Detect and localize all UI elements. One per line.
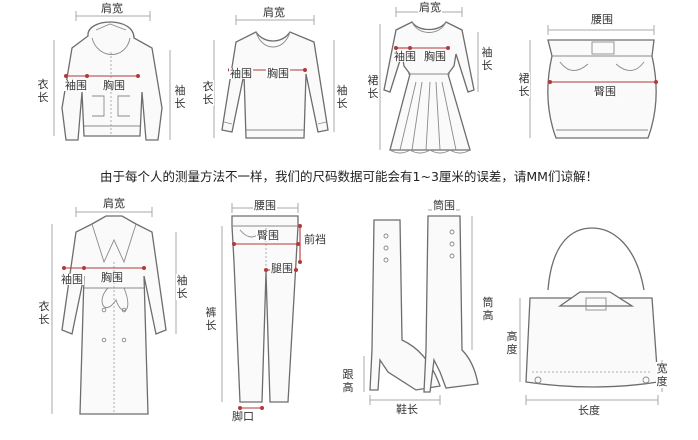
skirt-measure-lines: [529, 25, 658, 138]
boot-foot-length-label: 鞋长: [395, 403, 419, 416]
bag-length-label: 长度: [577, 404, 601, 417]
measurement-notice: 由于每个人的测量方法不一样，我们的尺码数据可能会有1~3厘米的误差，请MM们谅解…: [100, 169, 598, 184]
pants-waist-label: 腰围: [253, 199, 277, 212]
hoodie-measure-lines: [53, 11, 171, 140]
pants-rise-label: 前裆: [303, 233, 327, 246]
boots-illustration: [369, 215, 479, 393]
coat-chest-label: 胸围: [100, 271, 124, 284]
dress-illustration: [383, 21, 475, 154]
pants-illustration: [231, 215, 299, 403]
coat-length-label: 衣长: [38, 300, 50, 326]
pants-thigh-label: 腿围: [270, 262, 294, 275]
sweater-shoulder-label: 肩宽: [262, 6, 286, 19]
skirt-hip-label: 臀围: [593, 85, 617, 98]
hoodie-sleeve-length-label: 袖长: [174, 84, 186, 110]
coat-sleeve-length-label: 袖长: [176, 274, 188, 300]
sweater-chest-label: 胸围: [266, 67, 290, 80]
bag-illustration: [525, 227, 659, 388]
boot-heel-height-label: 跟高: [342, 368, 354, 394]
bag-height-label: 高度: [506, 330, 518, 356]
hoodie-length-label: 衣长: [37, 78, 49, 104]
sweater-sleeve-label: 袖围: [229, 67, 253, 80]
pants-hip-label: 臀围: [256, 229, 280, 242]
coat-sleeve-label: 袖围: [60, 273, 84, 286]
sweater-length-label: 衣长: [202, 80, 214, 106]
dress-chest-label: 胸围: [423, 50, 447, 63]
skirt-length-label: 裙长: [518, 72, 530, 98]
boot-shaft-circumference-label: 筒围: [432, 199, 456, 212]
dress-sleeve-label: 袖围: [393, 50, 417, 63]
pants-length-label: 裤长: [205, 306, 217, 332]
boot-shaft-height-label: 筒高: [482, 296, 494, 322]
pants-hem-label: 脚口: [231, 410, 255, 423]
coat-measure-lines: [51, 207, 177, 414]
coat-illustration: [61, 215, 167, 415]
hoodie-chest-label: 胸围: [102, 79, 126, 92]
skirt-waist-label: 腰围: [590, 13, 614, 26]
bag-width-label: 宽度: [656, 362, 668, 388]
sweater-sleeve-length-label: 袖长: [336, 84, 348, 110]
dress-sleeve-length-label: 袖长: [481, 46, 493, 72]
hoodie-sleeve-label: 袖围: [64, 79, 88, 92]
sweater-illustration: [221, 31, 329, 139]
coat-shoulder-label: 肩宽: [102, 197, 126, 210]
dress-shoulder-label: 肩宽: [418, 1, 442, 14]
dress-length-label: 裙长: [367, 74, 379, 100]
hoodie-shoulder-label: 肩宽: [100, 2, 124, 15]
dress-measure-lines: [379, 7, 479, 150]
